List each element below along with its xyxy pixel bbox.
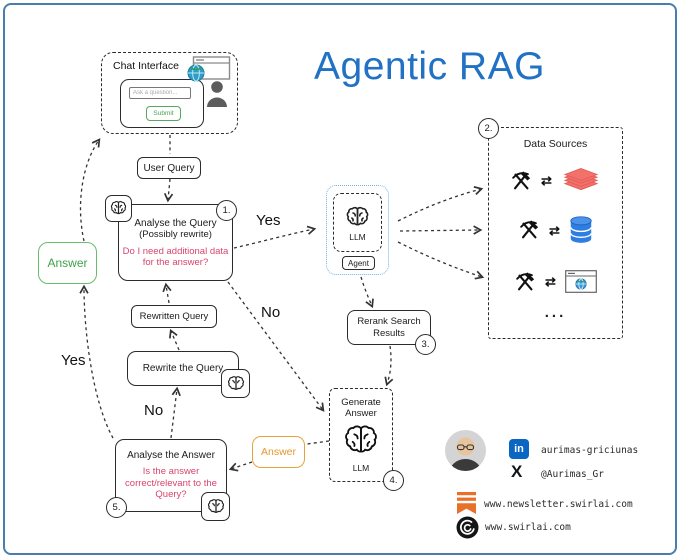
author-avatar bbox=[445, 430, 486, 471]
generate-llm-label: LLM bbox=[352, 463, 370, 474]
brain-icon bbox=[345, 425, 377, 453]
rewritten-query-node: Rewritten Query bbox=[131, 305, 217, 328]
edge-label-no-left: No bbox=[144, 402, 164, 419]
edge-no-analyseanswer-to-rewrite bbox=[170, 386, 181, 439]
analyse-answer-title: Analyse the Answer bbox=[127, 450, 215, 462]
step-5-badge: 5. bbox=[106, 497, 127, 518]
brain-chip-rewrite-query bbox=[221, 369, 250, 398]
edge-label-yes-top: Yes bbox=[256, 212, 281, 229]
analyse-query-title: Analyse the Query bbox=[134, 218, 217, 230]
answer-to-user-node: Answer bbox=[38, 242, 97, 284]
data-source-row-database: ⇄ bbox=[489, 216, 622, 244]
edge-agent-to-rerank bbox=[360, 276, 374, 309]
swirl-logo-icon bbox=[456, 516, 479, 539]
newsletter-url[interactable]: www.newsletter.swirlai.com bbox=[484, 499, 633, 510]
edge-answer-to-chat bbox=[79, 138, 101, 242]
brain-icon bbox=[346, 206, 369, 225]
step-3-badge: 3. bbox=[415, 334, 436, 355]
tools-icon bbox=[520, 220, 539, 239]
step-4-badge: 4. bbox=[383, 470, 404, 491]
tools-icon bbox=[516, 271, 535, 290]
generate-answer-title: Generate Answer bbox=[341, 396, 381, 419]
linkedin-icon: in bbox=[509, 439, 529, 459]
rewrite-query-node: Rewrite the Query bbox=[127, 351, 239, 386]
data-sources-group: Data Sources ⇄ bbox=[488, 127, 623, 339]
edge-userquery-to-analyse bbox=[163, 178, 174, 203]
document-stack-icon bbox=[563, 168, 599, 191]
brain-icon bbox=[227, 375, 244, 390]
brain-icon bbox=[110, 201, 127, 215]
analyse-query-question: Do I need additional data for the answer… bbox=[122, 245, 229, 269]
data-sources-ellipsis: ... bbox=[544, 304, 567, 321]
data-sources-title: Data Sources bbox=[523, 138, 588, 150]
edge-llm-to-ds1 bbox=[397, 186, 484, 222]
newsletter-icon bbox=[457, 492, 476, 514]
swap-arrows-icon: ⇄ bbox=[545, 274, 556, 289]
edge-yes-analyse-to-llm bbox=[233, 225, 317, 249]
edge-analyseanswer-to-answer bbox=[79, 284, 114, 439]
generate-answer-node: Generate Answer LLM bbox=[329, 388, 393, 482]
website-url[interactable]: www.swirlai.com bbox=[485, 522, 571, 533]
edge-llm-to-ds3 bbox=[397, 241, 485, 280]
x-icon: X bbox=[511, 462, 523, 481]
browser-globe-icon bbox=[187, 56, 231, 82]
brain-chip-analyse-answer bbox=[201, 492, 230, 521]
generated-answer-node: Answer bbox=[252, 436, 305, 468]
data-source-row-web: ⇄ bbox=[489, 270, 622, 293]
user-icon bbox=[207, 81, 227, 107]
submit-button[interactable]: Submit bbox=[146, 106, 181, 121]
edge-rewritten-to-analyse bbox=[162, 282, 172, 304]
swap-arrows-icon: ⇄ bbox=[541, 173, 552, 188]
web-browser-icon bbox=[565, 270, 597, 293]
user-query-node: User Query bbox=[137, 157, 201, 179]
step-2-badge: 2. bbox=[478, 118, 499, 139]
edge-generate-to-answer bbox=[306, 440, 330, 445]
edge-label-yes-left: Yes bbox=[61, 352, 86, 369]
step-1-badge: 1. bbox=[216, 200, 237, 221]
edge-llm-to-ds2 bbox=[399, 225, 483, 235]
brain-chip-analyse-query bbox=[105, 195, 132, 222]
chat-interface-group: Chat Interface Submit bbox=[101, 52, 238, 134]
chat-interface-label: Chat Interface bbox=[113, 60, 179, 72]
brain-icon bbox=[207, 498, 224, 513]
x-handle[interactable]: @Aurimas_Gr bbox=[541, 469, 604, 480]
analyse-query-subtitle: (Possibly rewrite) bbox=[139, 228, 212, 240]
llm-box: LLM bbox=[333, 193, 382, 252]
data-source-row-documents: ⇄ bbox=[489, 168, 622, 193]
agent-label: Agent bbox=[342, 256, 375, 270]
edge-rerank-to-generate bbox=[384, 345, 394, 387]
llm-agent-group: LLM Agent bbox=[326, 185, 389, 275]
chat-window: Submit bbox=[120, 79, 204, 128]
analyse-query-node: Analyse the Query (Possibly rewrite) Do … bbox=[118, 204, 233, 281]
tools-icon bbox=[512, 170, 531, 189]
page-title: Agentic RAG bbox=[314, 45, 545, 88]
edge-rewrite-to-rewritten bbox=[169, 328, 180, 351]
linkedin-handle[interactable]: aurimas-griciunas bbox=[541, 445, 639, 456]
llm-label: LLM bbox=[349, 231, 366, 242]
database-icon bbox=[570, 216, 592, 243]
edge-answer-to-analyseanswer bbox=[228, 461, 253, 472]
analyse-answer-question: Is the answer correct/relevant to the Qu… bbox=[125, 466, 217, 501]
swap-arrows-icon: ⇄ bbox=[549, 222, 560, 238]
edge-label-no-mid: No bbox=[261, 304, 281, 321]
edge-no-analyse-to-generate bbox=[227, 281, 325, 412]
question-input[interactable] bbox=[129, 87, 191, 99]
